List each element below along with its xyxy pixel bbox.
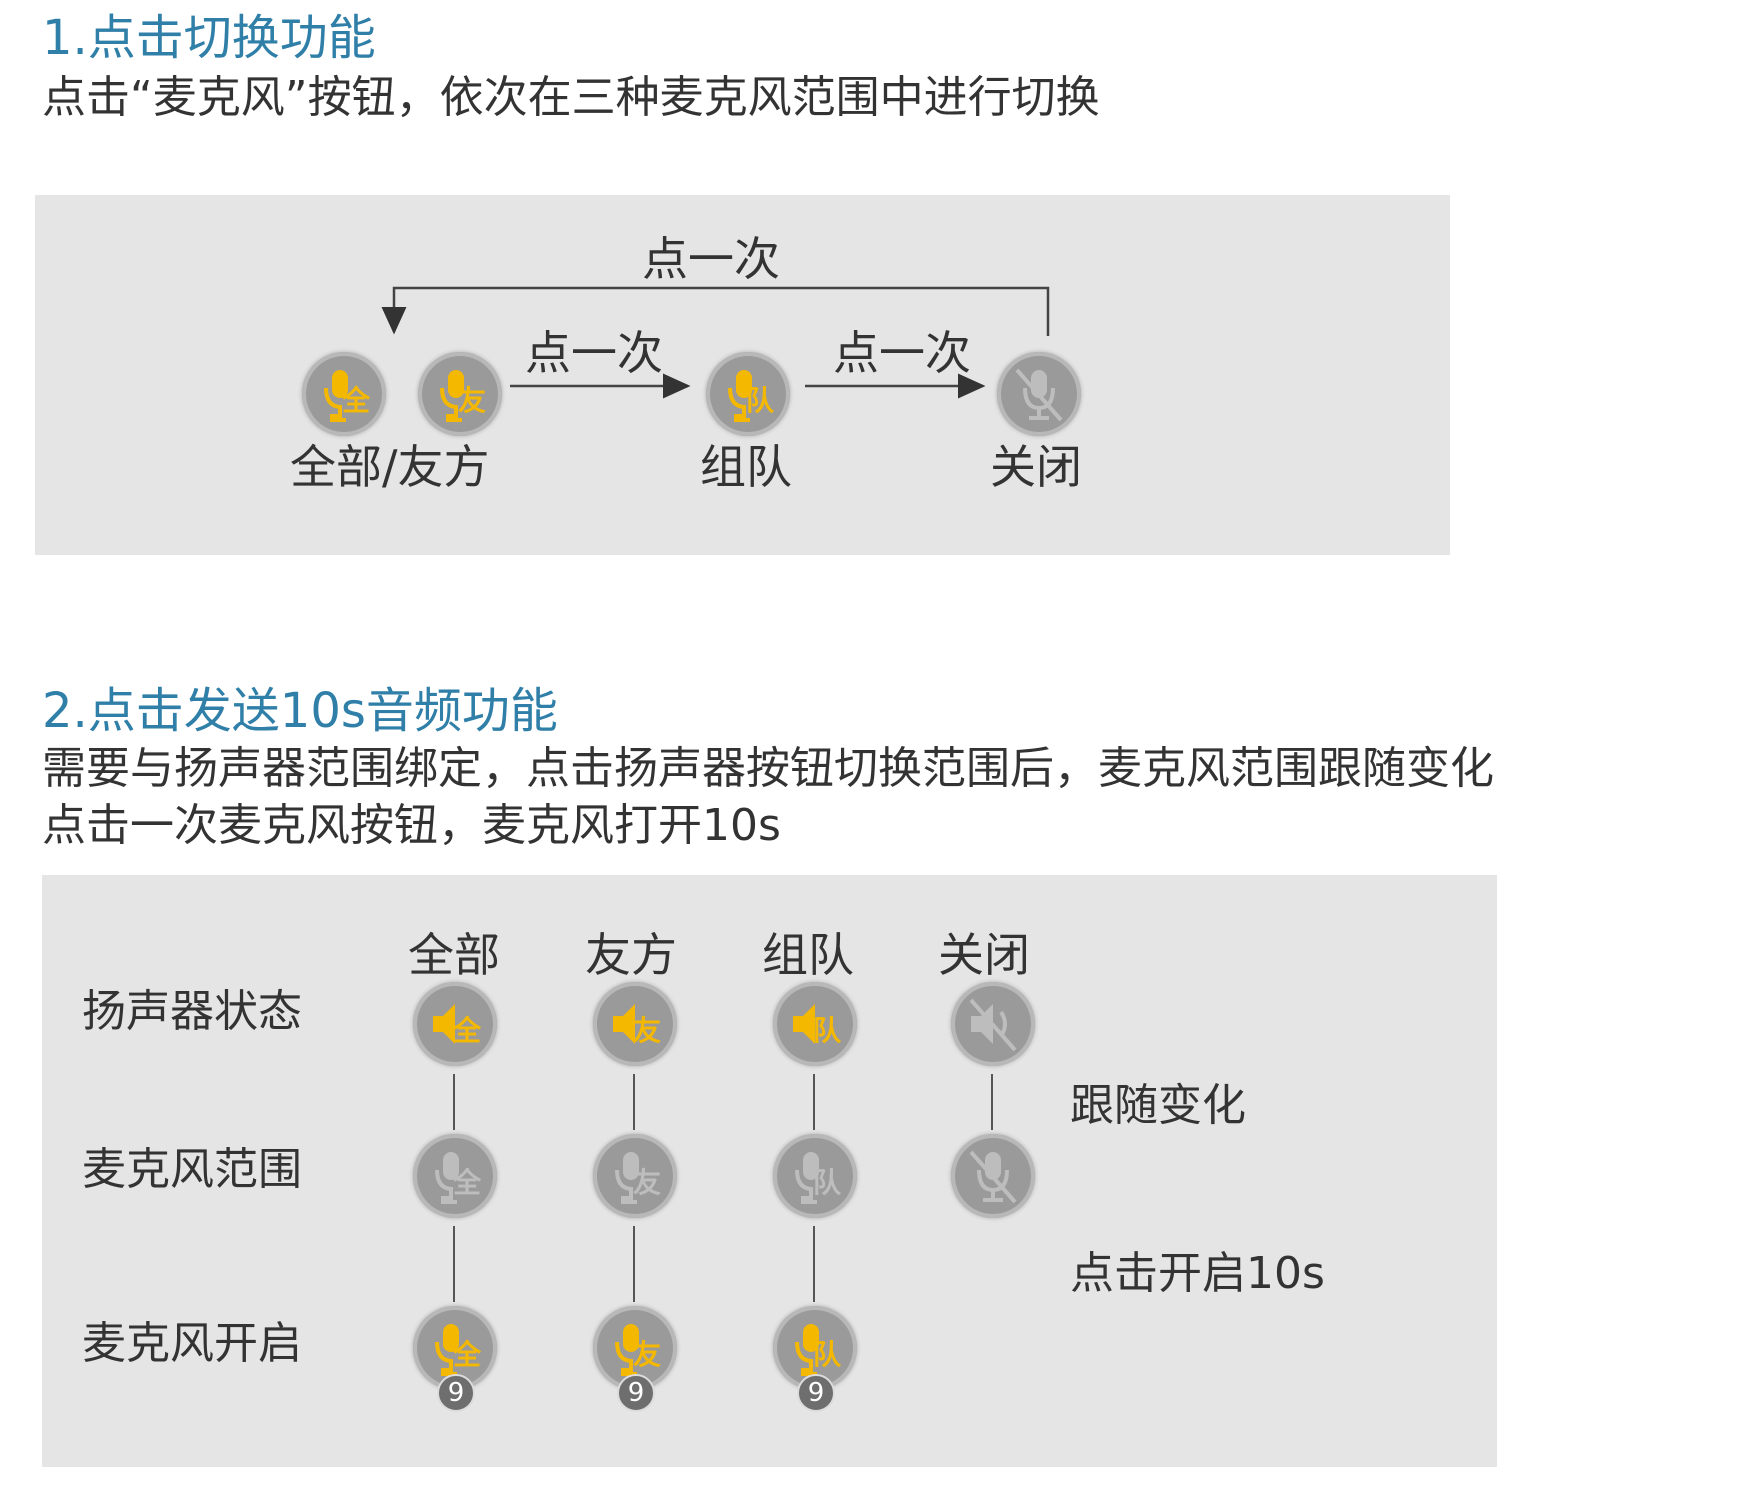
column-header-all: 全部 <box>408 928 500 982</box>
mic-badge: 队 <box>813 1338 842 1371</box>
mic-icon <box>435 1152 459 1204</box>
state-label-all-friendly: 全部/友方 <box>290 440 490 494</box>
audio-binding-panel <box>42 875 1497 1467</box>
note-follow-change: 跟随变化 <box>1070 1080 1246 1131</box>
connector-all-bottom <box>453 1226 455 1302</box>
mic-range-off <box>951 1134 1035 1218</box>
section2-title: 2.点击发送10s音频功能 <box>42 683 558 739</box>
speaker-badge: 队 <box>813 1014 842 1047</box>
speaker-icon <box>433 1004 455 1044</box>
column-header-team: 组队 <box>762 928 854 982</box>
speaker-off-icon <box>969 998 1017 1052</box>
section2-description-line1: 需要与扬声器范围绑定，点击扬声器按钮切换范围后，麦克风范围跟随变化 <box>42 743 1494 794</box>
mic-icon <box>440 370 464 422</box>
mic-badge: 队 <box>746 384 775 417</box>
mic-all-button[interactable]: 全 <box>302 352 386 436</box>
row-label-speaker-state: 扬声器状态 <box>82 986 302 1037</box>
connector-all-top <box>453 1074 455 1130</box>
note-open-10s: 点击开启10s <box>1070 1248 1325 1299</box>
connector-team-bottom <box>813 1226 815 1302</box>
mic-icon <box>435 1324 459 1376</box>
connector-friendly-top <box>633 1074 635 1130</box>
countdown-timer: 9 <box>617 1374 655 1412</box>
mic-icon <box>615 1324 639 1376</box>
mic-badge: 队 <box>813 1166 842 1199</box>
mic-friendly-button[interactable]: 友 <box>418 352 502 436</box>
section1-title: 1.点击切换功能 <box>42 10 376 66</box>
mic-badge: 友 <box>633 1166 662 1199</box>
mic-off-icon <box>969 1150 1017 1204</box>
mic-badge: 全 <box>342 384 371 417</box>
countdown-timer: 9 <box>797 1374 835 1412</box>
mic-off-button[interactable] <box>997 352 1081 436</box>
mic-badge: 全 <box>453 1166 482 1199</box>
mic-icon <box>728 370 752 422</box>
speaker-team-button[interactable]: 队 <box>773 982 857 1066</box>
loop-arrow <box>381 286 1050 336</box>
mic-badge: 友 <box>633 1338 662 1371</box>
arrow-2-label: 点一次 <box>833 326 971 380</box>
speaker-icon <box>793 1004 815 1044</box>
mic-icon <box>615 1152 639 1204</box>
mic-icon <box>324 370 348 422</box>
row-label-mic-range: 麦克风范围 <box>82 1144 302 1195</box>
mic-range-team: 队 <box>773 1134 857 1218</box>
state-label-off: 关闭 <box>990 440 1082 494</box>
row-label-mic-open: 麦克风开启 <box>82 1318 302 1369</box>
speaker-all-button[interactable]: 全 <box>413 982 497 1066</box>
connector-team-top <box>813 1074 815 1130</box>
speaker-icon <box>613 1004 635 1044</box>
speaker-badge: 友 <box>633 1014 662 1047</box>
mic-icon <box>795 1324 819 1376</box>
column-header-off: 关闭 <box>938 928 1030 982</box>
countdown-timer: 9 <box>437 1374 475 1412</box>
mic-off-icon <box>1015 368 1063 422</box>
speaker-friendly-button[interactable]: 友 <box>593 982 677 1066</box>
mic-badge: 全 <box>453 1338 482 1371</box>
mic-range-all: 全 <box>413 1134 497 1218</box>
mic-badge: 友 <box>458 384 487 417</box>
connector-friendly-bottom <box>633 1226 635 1302</box>
connector-off-top <box>991 1074 993 1130</box>
loop-arrow-label: 点一次 <box>642 232 780 286</box>
mic-team-button[interactable]: 队 <box>706 352 790 436</box>
column-header-friendly: 友方 <box>585 928 677 982</box>
section1-description: 点击“麦克风”按钮，依次在三种麦克风范围中进行切换 <box>42 72 1100 123</box>
arrow-1-label: 点一次 <box>525 326 663 380</box>
mic-icon <box>795 1152 819 1204</box>
speaker-badge: 全 <box>453 1014 482 1047</box>
section2-description-line2: 点击一次麦克风按钮，麦克风打开10s <box>42 800 781 851</box>
speaker-off-button[interactable] <box>951 982 1035 1066</box>
mic-range-friendly: 友 <box>593 1134 677 1218</box>
state-label-team: 组队 <box>700 440 792 494</box>
